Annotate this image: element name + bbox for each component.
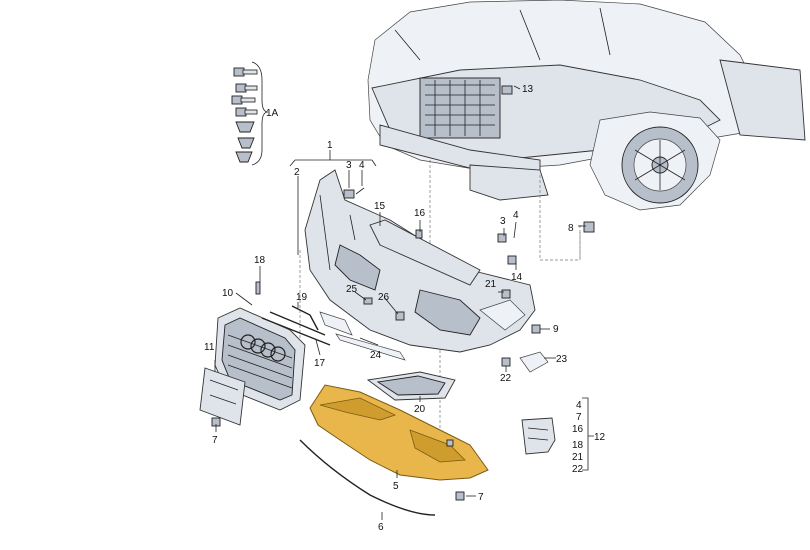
bumper-bracket xyxy=(369,219,481,286)
radiator-grid xyxy=(425,80,495,136)
callout-22: 22 xyxy=(500,373,512,384)
screw-icon xyxy=(395,311,405,321)
small-parts-bag xyxy=(521,417,556,455)
callout-5: 5 xyxy=(393,481,399,492)
callout-9: 9 xyxy=(553,324,559,335)
group-12-item-16: 16 xyxy=(572,424,584,435)
bolt-icon xyxy=(235,83,258,93)
callout-18: 18 xyxy=(254,255,266,266)
callout-12: 12 xyxy=(594,432,606,443)
group-12-item-18: 18 xyxy=(572,440,584,451)
pin-icon xyxy=(255,281,261,295)
license-plate-bracket xyxy=(199,367,246,426)
leader-lines xyxy=(214,85,594,520)
callout-3-right: 3 xyxy=(500,216,506,227)
callout-8: 8 xyxy=(568,223,574,234)
clip-icon xyxy=(497,233,507,243)
lower-trim-strip xyxy=(299,439,436,516)
callout-10: 10 xyxy=(222,288,234,299)
clip-pair-top xyxy=(343,187,365,199)
group-12-item-7: 7 xyxy=(576,412,582,423)
screw-icon xyxy=(455,491,465,501)
clip-icon xyxy=(235,121,255,133)
fastener-kit-1a xyxy=(231,61,269,166)
callout-16: 16 xyxy=(414,208,426,219)
callout-14: 14 xyxy=(511,272,523,283)
callout-11: 11 xyxy=(204,342,215,353)
callout-15: 15 xyxy=(374,201,386,212)
clip-icon xyxy=(363,297,373,305)
bolt-icon xyxy=(231,95,256,105)
callout-26: 26 xyxy=(378,292,390,303)
group-12-item-21: 21 xyxy=(572,452,584,463)
callout-20: 20 xyxy=(414,404,426,415)
group-12-item-4: 4 xyxy=(576,400,582,411)
callout-labels: 1 1A 2 3 4 13 15 16 3 4 8 14 21 18 10 25… xyxy=(204,84,606,533)
callout-2: 2 xyxy=(294,167,300,178)
group-12-item-22: 22 xyxy=(572,464,584,475)
bolt-icon xyxy=(235,107,258,117)
callout-6: 6 xyxy=(378,522,384,533)
grille-trim-strips xyxy=(261,305,406,361)
grille-slats xyxy=(227,334,293,389)
screw-icon xyxy=(507,255,517,265)
tow-hook-cover xyxy=(519,351,549,373)
screw-icon xyxy=(531,324,541,334)
callout-4-right: 4 xyxy=(513,210,519,221)
callout-3-top: 3 xyxy=(346,160,352,171)
audi-rings-logo xyxy=(240,334,286,362)
clip-icon xyxy=(237,137,255,149)
clip-icon xyxy=(415,229,423,239)
callout-4-top: 4 xyxy=(359,160,365,171)
callout-7-bottom: 7 xyxy=(478,492,484,503)
screw-icon xyxy=(583,221,595,233)
car-front-end xyxy=(367,0,806,211)
callout-17: 17 xyxy=(314,358,326,369)
callout-1a: 1A xyxy=(266,108,279,119)
clip-icon xyxy=(235,151,253,163)
screw-icon xyxy=(501,289,511,299)
callout-21: 21 xyxy=(485,279,497,290)
clip-icon xyxy=(446,439,454,447)
misc-fasteners xyxy=(211,85,595,501)
callout-19: 19 xyxy=(296,292,308,303)
screw-icon xyxy=(501,85,513,95)
callout-23: 23 xyxy=(556,354,568,365)
screw-icon xyxy=(501,357,511,367)
callout-1: 1 xyxy=(327,140,333,151)
callout-25: 25 xyxy=(346,284,358,295)
engine-undertray xyxy=(309,384,489,481)
bolt-icon xyxy=(233,67,258,77)
callout-24: 24 xyxy=(370,350,382,361)
callout-7-left: 7 xyxy=(212,435,218,446)
callout-13: 13 xyxy=(522,84,534,95)
fog-lamp-grille xyxy=(366,371,456,401)
